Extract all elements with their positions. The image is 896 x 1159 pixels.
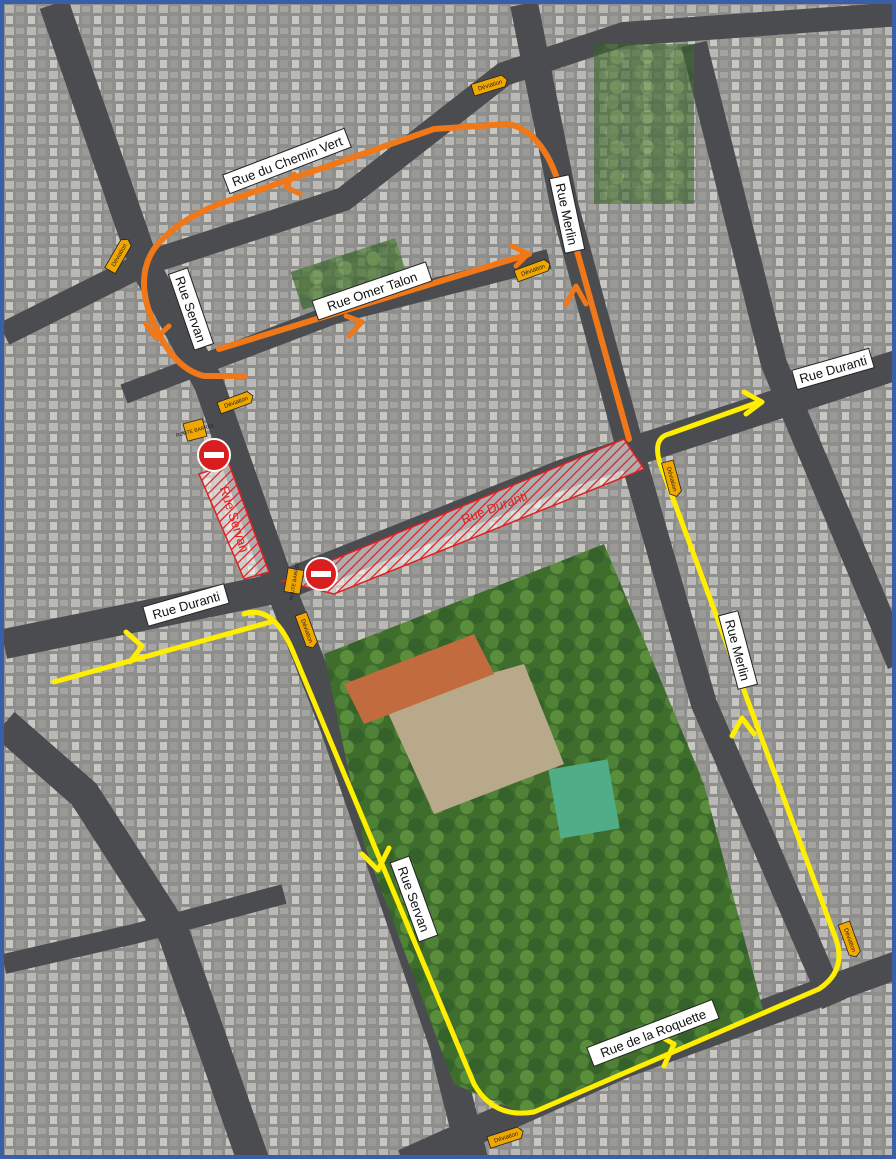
route-arrow-icon (343, 313, 365, 339)
route-arrow-icon (729, 715, 757, 739)
route-arrow-icon (143, 321, 172, 341)
deviation-sign-icon: Déviation (661, 459, 682, 497)
park-sports-court (548, 759, 620, 839)
route-arrow-icon (283, 171, 303, 197)
route-barree-sign-icon: ROUTE BARRÉE (175, 418, 216, 442)
deviation-sign-icon: Déviation (470, 74, 508, 97)
deviation-sign-icon: Déviation (486, 1126, 524, 1149)
street-label-merlin-right: Rue Merlin (717, 610, 759, 690)
park-playground (384, 664, 564, 814)
route-arrow-icon (563, 283, 589, 307)
deviation-sign-icon: Déviation (216, 391, 254, 415)
park-play-area (344, 634, 494, 724)
route-barree-sign-icon: ROUTE BARRÉE (283, 560, 305, 601)
route-arrow-icon (359, 845, 392, 873)
courtyard-garden (290, 237, 408, 311)
map-canvas: Rue du Chemin Vert Rue Merlin Rue Omer T… (4, 4, 892, 1155)
route-arrow-icon (741, 389, 765, 417)
route-arrow-icon (123, 629, 145, 665)
orange-detour-route (141, 121, 632, 442)
yellow-detour-route (51, 399, 842, 1116)
orange-route-arrows (143, 171, 589, 341)
courtyard-trees (594, 44, 694, 204)
route-arrow-icon (509, 243, 531, 269)
no-entry-icon (197, 438, 231, 472)
no-entry-icon (304, 557, 338, 591)
